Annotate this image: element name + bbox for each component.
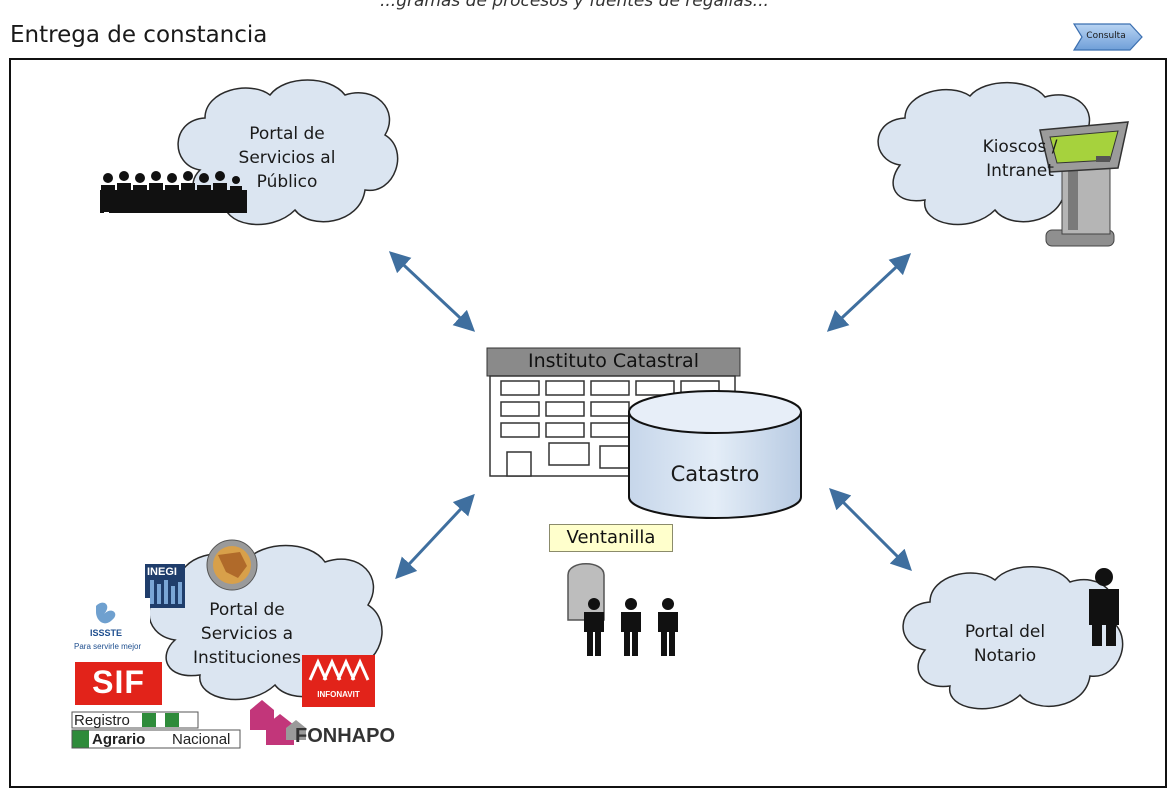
infonavit-logo-icon xyxy=(302,655,375,707)
arrow-kioscos xyxy=(826,253,912,332)
infonavit-logo-text: INFONAVIT xyxy=(317,690,360,699)
issste-logo-icon xyxy=(72,598,150,656)
registro-agrario-logo-icon xyxy=(71,711,241,752)
diagram-canvas xyxy=(71,79,1129,752)
cloud-instituciones-line-1: Portal de xyxy=(209,600,285,620)
mexico-seal-icon xyxy=(206,539,258,591)
arrow-publico xyxy=(388,251,476,332)
cloud-kioscos-line-1: Kioscos / xyxy=(982,137,1058,157)
fonhapo-logo-icon xyxy=(250,700,306,745)
registro-logo-line-1: Registro xyxy=(74,712,130,729)
cloud-instituciones-line-2: Servicios a xyxy=(200,624,294,644)
inegi-logo-text: INEGI xyxy=(147,566,177,578)
cloud-kioscos-line-2: Intranet xyxy=(986,161,1054,181)
building-label: Instituto Catastral xyxy=(528,350,699,372)
cloud-kioscos-label: Kioscos / Intranet xyxy=(970,135,1070,183)
ventanilla-people-icon xyxy=(567,563,678,656)
cloud-publico-line-1: Portal de xyxy=(249,124,325,144)
page-title: Entrega de constancia xyxy=(10,22,268,48)
notario-person-icon xyxy=(1089,568,1119,646)
cloud-publico-label: Portal de Servicios al Público xyxy=(232,122,342,194)
inegi-logo-icon xyxy=(145,564,185,608)
cloud-instituciones-label: Portal de Servicios a Instituciones xyxy=(182,598,312,670)
cloud-notario-line-2: Notario xyxy=(973,646,1037,666)
database-icon xyxy=(628,390,802,519)
sif-logo-icon xyxy=(75,662,162,705)
arrow-notario xyxy=(829,488,912,571)
sif-logo-text: SIF xyxy=(92,664,145,700)
cloud-publico-line-3: Público xyxy=(256,172,318,192)
consulta-chevron-button[interactable] xyxy=(1072,22,1144,52)
database-label: Catastro xyxy=(670,462,760,486)
cloud-instituciones-line-3: Instituciones xyxy=(192,648,302,668)
registro-logo-line-2: Agrario xyxy=(92,731,146,748)
ventanilla-label: Ventanilla xyxy=(549,524,673,552)
cloud-notario-label: Portal del Notario xyxy=(950,620,1060,668)
issste-tagline: Para servirle mejor xyxy=(74,642,142,651)
issste-logo-text: ISSSTE xyxy=(90,628,123,638)
cloud-notario-line-1: Portal del xyxy=(964,622,1046,642)
truncated-heading: ...gramas de procesos y fuentes de regal… xyxy=(380,0,769,11)
fonhapo-logo-text: FONHAPO xyxy=(295,725,395,747)
consulta-label[interactable]: Consulta xyxy=(1086,31,1126,41)
crowd-icon xyxy=(100,171,247,215)
cloud-publico-line-2: Servicios al xyxy=(238,148,336,168)
registro-logo-line-3: Nacional xyxy=(172,731,231,748)
kiosk-icon xyxy=(1039,121,1129,247)
arrow-instituciones xyxy=(395,493,475,580)
